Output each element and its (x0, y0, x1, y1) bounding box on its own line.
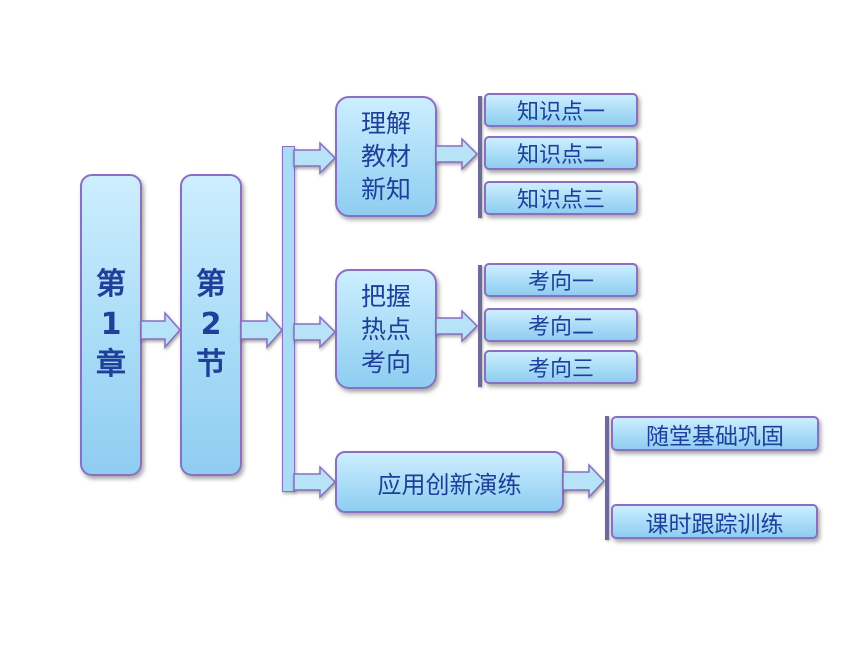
branch-3-label: 应用创新演练 (377, 470, 522, 499)
branch-3-item-2: 课时跟踪训练 (611, 504, 818, 539)
branch-1-item-3: 知识点三 (484, 181, 638, 215)
branch-1-sub-arrow-icon (435, 137, 479, 171)
branch-3-bracket (605, 416, 609, 540)
branch-2-sub-arrow-icon (435, 309, 479, 343)
branch-2-bracket (478, 265, 482, 387)
branch-2-item-3-label: 考向三 (527, 357, 594, 382)
branch-1-item-1: 知识点一 (484, 93, 638, 127)
branch-1-item-2: 知识点二 (484, 136, 638, 170)
branch-2-item-1: 考向一 (484, 263, 638, 297)
branch-3-box: 应用创新演练 (335, 451, 564, 513)
branch-3-item-1: 随堂基础巩固 (611, 416, 819, 451)
chapter-arrow-icon (140, 311, 182, 349)
branch-3-sub-arrow-icon (562, 463, 606, 499)
branch-2-item-3: 考向三 (484, 350, 638, 384)
section-arrow-icon (240, 311, 284, 349)
branch-2-label: 把握 热点 考向 (360, 281, 411, 377)
branch-2-item-2-label: 考向二 (527, 315, 594, 340)
branch-3-arrow-icon (293, 465, 337, 499)
branch-2-item-2: 考向二 (484, 308, 638, 342)
branch-3-item-2-label: 课时跟踪训练 (645, 511, 784, 538)
branch-2-box: 把握 热点 考向 (335, 269, 437, 389)
branch-1-item-2-label: 知识点二 (516, 143, 605, 168)
chapter-label: 第 1 章 (96, 267, 126, 382)
branch-1-item-1-label: 知识点一 (516, 100, 605, 125)
section-box: 第 2 节 (180, 174, 242, 476)
branch-1-arrow-icon (293, 141, 337, 175)
main-bracket (282, 146, 295, 492)
branch-1-item-3-label: 知识点三 (516, 188, 605, 213)
branch-2-item-1-label: 考向一 (527, 270, 594, 295)
branch-1-bracket (478, 96, 482, 218)
branch-1-box: 理解 教材 新知 (335, 96, 437, 217)
branch-3-item-1-label: 随堂基础巩固 (646, 423, 784, 450)
chapter-box: 第 1 章 (80, 174, 142, 476)
branch-2-arrow-icon (293, 315, 337, 349)
branch-1-label: 理解 教材 新知 (360, 109, 411, 204)
section-label: 第 2 节 (196, 267, 226, 382)
